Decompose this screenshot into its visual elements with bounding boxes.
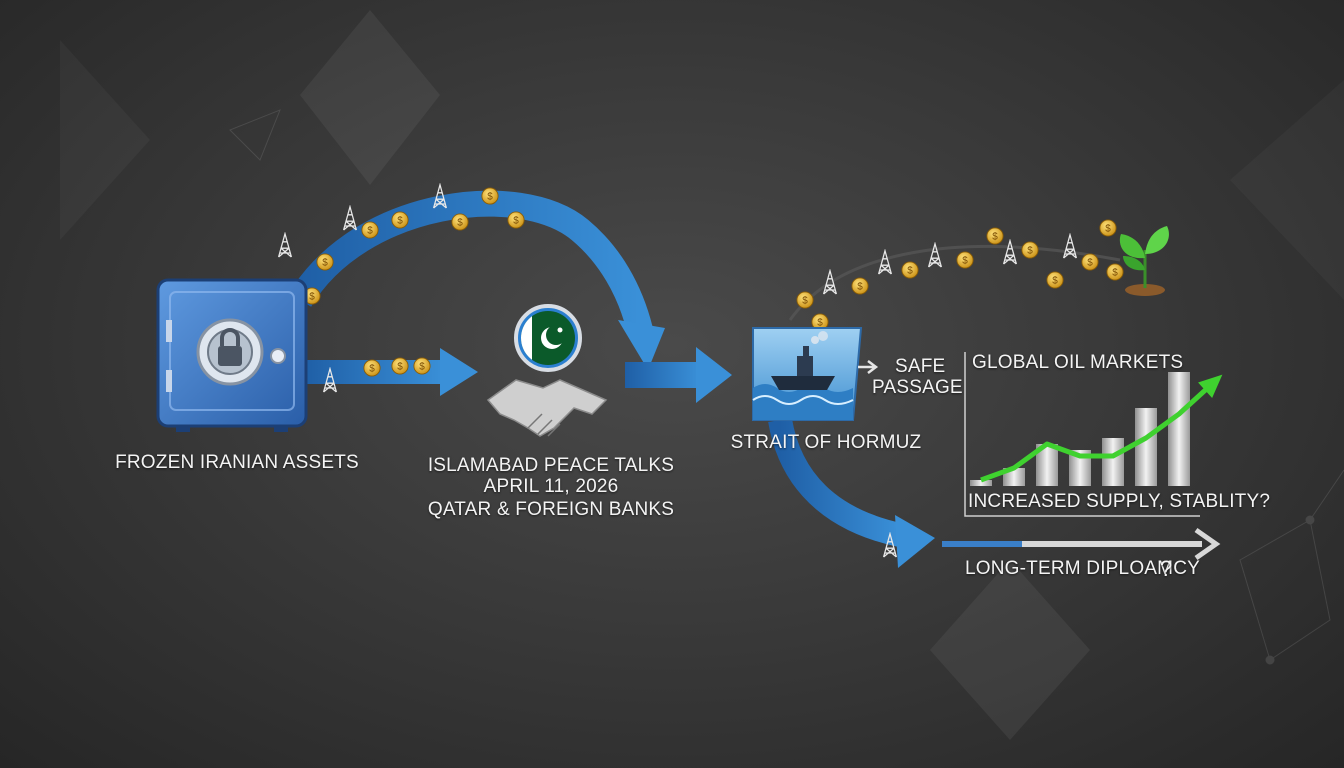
oil-derrick-icon — [927, 243, 943, 268]
frozen-assets-label: FROZEN IRANIAN ASSETS — [115, 452, 359, 473]
dollar-coin-icon — [901, 261, 919, 279]
increased-supply-label: INCREASED SUPPLY, STABLITY? — [968, 491, 1271, 512]
chart-bar-4 — [1102, 438, 1124, 486]
network-lines — [229, 109, 1344, 665]
oil-derrick-icon — [277, 233, 293, 258]
dollar-coin-icon — [361, 221, 379, 239]
dollar-coin-icon — [956, 251, 974, 269]
locked-safe-icon — [156, 278, 308, 432]
trend-line — [980, 382, 1214, 483]
dollar-coin-icon — [413, 357, 431, 375]
oil-derrick-icon — [877, 250, 893, 275]
sprout-icon — [1119, 226, 1169, 296]
chart-bar-2 — [1036, 444, 1058, 486]
dollar-coin-icon — [391, 357, 409, 375]
talks-date-label: APRIL 11, 2026 — [483, 476, 619, 497]
dollar-coin-icon — [481, 187, 499, 205]
pakistan-flag-globe-icon — [514, 304, 582, 372]
dollar-coin-icon — [363, 359, 381, 377]
global-oil-markets-label: GLOBAL OIL MARKETS — [972, 352, 1184, 373]
safe-passage-label-line2: PASSAGE — [872, 377, 963, 398]
oil-derrick-icon — [1002, 240, 1018, 265]
safe-passage-arrow — [858, 360, 879, 374]
chart-bar-0 — [970, 480, 992, 486]
dollar-coin-icon — [316, 253, 334, 271]
chart-bar-5 — [1135, 408, 1157, 486]
background-decoration — [60, 10, 1344, 740]
dollar-coin-icon — [507, 211, 525, 229]
dollar-coin-icon — [391, 211, 409, 229]
trend-arrow-head — [1198, 374, 1223, 398]
oil-derrick-icon — [1062, 234, 1078, 259]
strait-label: STRAIT OF HORMUZ — [730, 432, 922, 453]
diplomacy-question-mark: ? — [1160, 556, 1173, 581]
dollar-coin-icon — [1099, 219, 1117, 237]
safe-passage-label-line1: SAFE — [895, 356, 946, 377]
oil-market-chart — [964, 352, 1223, 517]
oil-derrick-icon — [342, 206, 358, 231]
talks-title-label: ISLAMABAD PEACE TALKS — [427, 455, 675, 476]
flow-arc-arrow-top — [288, 190, 665, 370]
flow-arrow-talks-to-strait — [625, 347, 732, 403]
diplomacy-timeline-arrow — [942, 527, 1221, 561]
dollar-coin-icon — [796, 291, 814, 309]
chart-bars — [970, 372, 1190, 486]
handshake-icon — [486, 379, 608, 437]
dollar-coin-icon — [986, 227, 1004, 245]
chart-bar-6 — [1168, 372, 1190, 486]
dollar-coin-icon — [1106, 263, 1124, 281]
oil-tanker-ship-icon — [752, 327, 863, 421]
dollar-coin-icon — [1081, 253, 1099, 271]
long-term-diplomacy-label: LONG-TERM DIPLOAMCY — [965, 558, 1200, 579]
chart-bar-3 — [1069, 450, 1091, 486]
dollar-coin-icon — [851, 277, 869, 295]
talks-banks-label: QATAR & FOREIGN BANKS — [427, 499, 675, 520]
dollar-coin-icon — [451, 213, 469, 231]
dollar-coin-icon — [1021, 241, 1039, 259]
dollar-coin-icon — [1046, 271, 1064, 289]
flow-arrow-strait-to-diplomacy — [768, 417, 935, 568]
flow-arc-line-strait-to-plant — [788, 245, 1121, 321]
